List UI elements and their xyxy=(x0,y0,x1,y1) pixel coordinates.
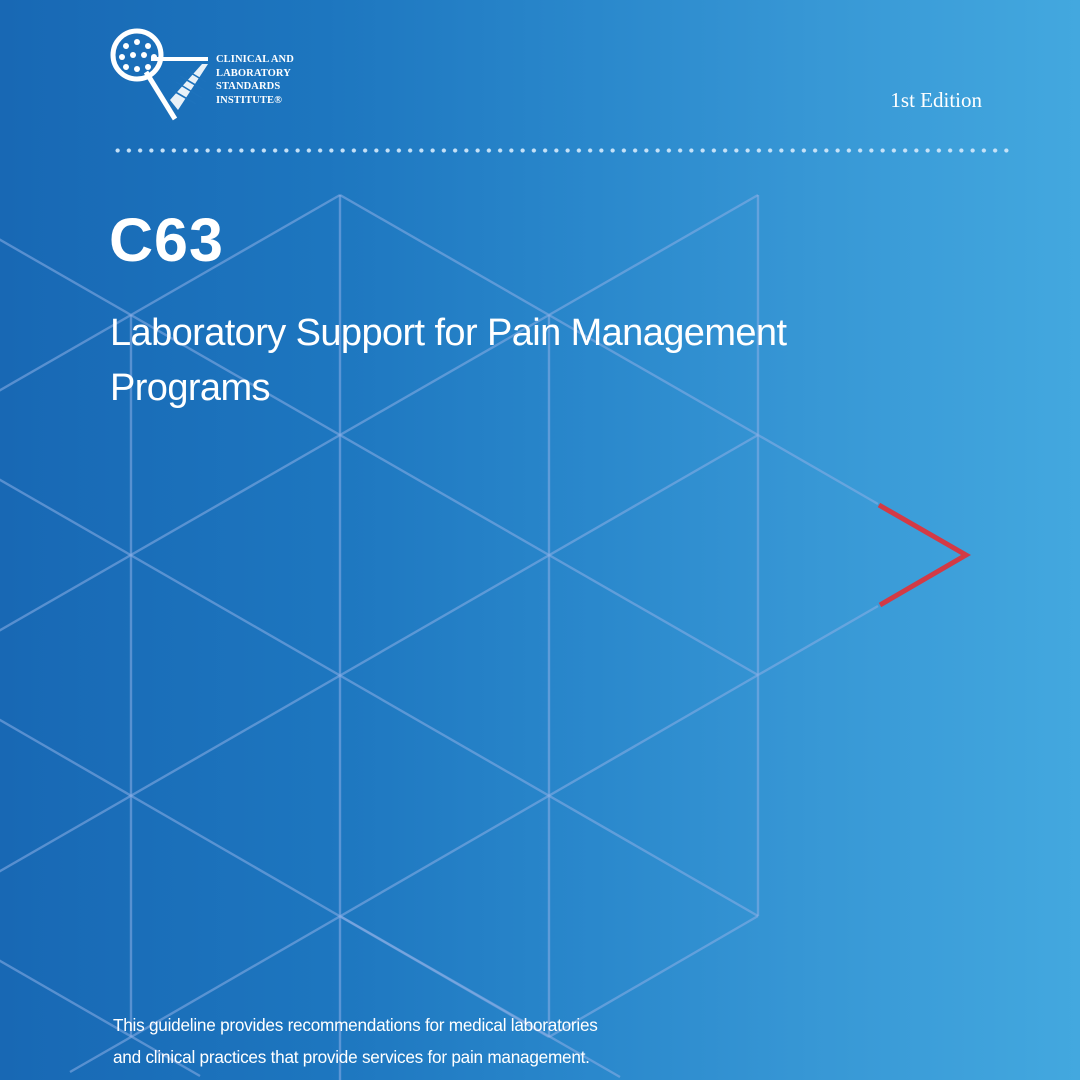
publisher-name-line: LABORATORY xyxy=(216,67,291,79)
document-title-line: Laboratory Support for Pain Management xyxy=(110,312,787,354)
publisher-name-line: CLINICAL AND xyxy=(216,54,294,65)
globe-with-check-flag-icon xyxy=(110,28,208,121)
publisher-name: CLINICAL AND LABORATORY STANDARDS INSTIT… xyxy=(216,53,294,107)
document-title-line: Programs xyxy=(110,367,271,409)
publisher-logo: CLINICAL AND LABORATORY STANDARDS INSTIT… xyxy=(106,26,346,126)
dotted-divider xyxy=(112,148,1012,153)
publisher-name-line: INSTITUTE® xyxy=(216,94,283,106)
publisher-name-line: STANDARDS xyxy=(216,81,281,92)
document-code: C63 xyxy=(109,206,224,274)
description-line: This guideline provides recommendations … xyxy=(113,1015,598,1035)
description-line: and clinical practices that provide serv… xyxy=(113,1047,590,1067)
document-title: Laboratory Support for Pain Management P… xyxy=(110,306,970,416)
edition-label: 1st Edition xyxy=(890,88,982,112)
document-description: This guideline provides recommendations … xyxy=(113,1009,813,1073)
